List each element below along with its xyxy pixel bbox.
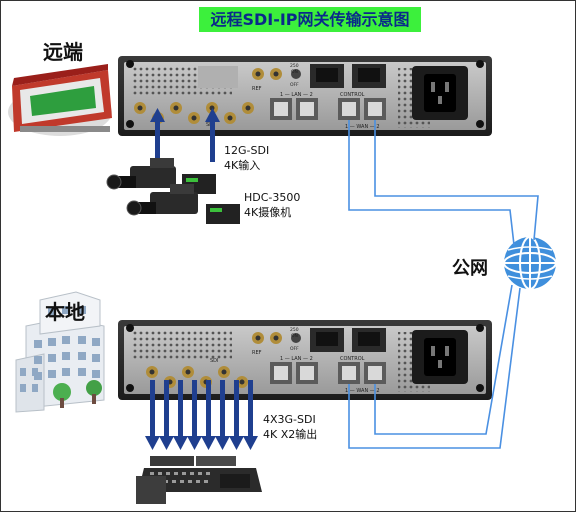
local-sdi-text: SDI bbox=[210, 358, 219, 364]
remote-lan-text: 1 — LAN — 2 bbox=[280, 92, 313, 98]
local-gateway-device bbox=[118, 320, 492, 400]
local-control-text: CONTROL bbox=[340, 356, 365, 362]
remote-switch-on-text: ON bbox=[291, 69, 298, 75]
remote-switch-top-text: 250 bbox=[290, 63, 299, 69]
globe-icon bbox=[503, 236, 557, 290]
stadium-icon bbox=[8, 64, 112, 136]
sdi-input-arrows bbox=[150, 108, 220, 162]
sdi-output-arrows bbox=[145, 380, 258, 450]
remote-wan-text: 1 — WAN — 2 bbox=[345, 124, 380, 130]
camera-label-2: 4K摄像机 bbox=[244, 206, 292, 219]
public-network-label: 公网 bbox=[452, 258, 488, 279]
camera-label-1: HDC-3500 bbox=[244, 191, 301, 204]
camera-icon bbox=[106, 158, 240, 224]
local-label: 本地 bbox=[45, 300, 85, 324]
remote-ref-text: REF bbox=[252, 86, 262, 92]
local-lan-text: 1 — LAN — 2 bbox=[280, 356, 313, 362]
local-switch-top-text: 250 bbox=[290, 327, 299, 333]
local-switch-on-text: ON bbox=[291, 333, 298, 339]
input-label-2: 4K输入 bbox=[224, 159, 261, 172]
remote-switch-off-text: OFF bbox=[290, 82, 299, 88]
output-label-1: 4X3G-SDI bbox=[263, 413, 316, 426]
remote-control-text: CONTROL bbox=[340, 92, 365, 98]
building-icon bbox=[15, 291, 105, 413]
local-wan-text: 1 — WAN — 2 bbox=[345, 388, 380, 394]
wan-links bbox=[348, 120, 539, 449]
input-label-1: 12G-SDI bbox=[224, 144, 270, 157]
diagram-title: 远程SDI-IP网关传输示意图 bbox=[199, 7, 421, 32]
remote-label: 远端 bbox=[43, 40, 83, 64]
output-label-2: 4K X2输出 bbox=[263, 428, 318, 441]
local-switch-off-text: OFF bbox=[290, 346, 299, 352]
switcher-panel-icon bbox=[136, 456, 262, 504]
local-ref-text: REF bbox=[252, 350, 262, 356]
